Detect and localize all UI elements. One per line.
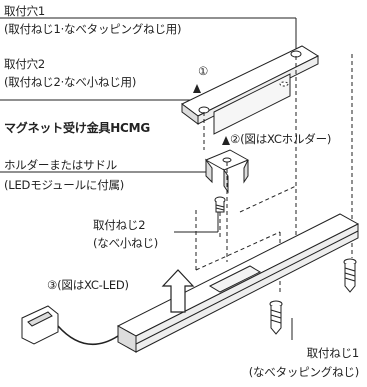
screw1-subtitle: (なべタッピングねじ) <box>248 365 359 379</box>
hole2-title: 取付穴2 <box>4 57 46 71</box>
screw1-icon <box>343 258 357 293</box>
screw2-title: 取付ねじ2 <box>93 218 146 232</box>
magnet-bracket-title: マグネット受け金具HCMG <box>4 121 151 135</box>
screw2-subtitle: (なべ小ねじ) <box>93 236 159 250</box>
holder-title: ホルダーまたはサドル <box>4 158 117 172</box>
install-up-arrow-icon <box>161 269 195 313</box>
led-module <box>116 213 360 353</box>
magnet-bracket <box>181 45 320 135</box>
screw1-icon-2 <box>269 300 283 335</box>
connector-cable <box>21 305 119 345</box>
step-3-label: ③(図はXC-LED) <box>47 278 129 292</box>
step-2-label: ②(図はXCホルダー) <box>230 132 332 146</box>
holder-subtitle: (LEDモジュールに付属) <box>4 178 125 192</box>
step-1-label: ① <box>198 64 209 78</box>
hole1-title: 取付穴1 <box>4 4 46 18</box>
hole1-subtitle: (取付ねじ1·なべタッピングねじ用) <box>4 22 182 36</box>
hole2-subtitle: (取付ねじ2·なべ小ねじ用) <box>4 75 137 89</box>
screw2-icon <box>214 196 226 213</box>
arrows <box>193 84 230 145</box>
screw1-title: 取付ねじ1 <box>306 346 360 360</box>
